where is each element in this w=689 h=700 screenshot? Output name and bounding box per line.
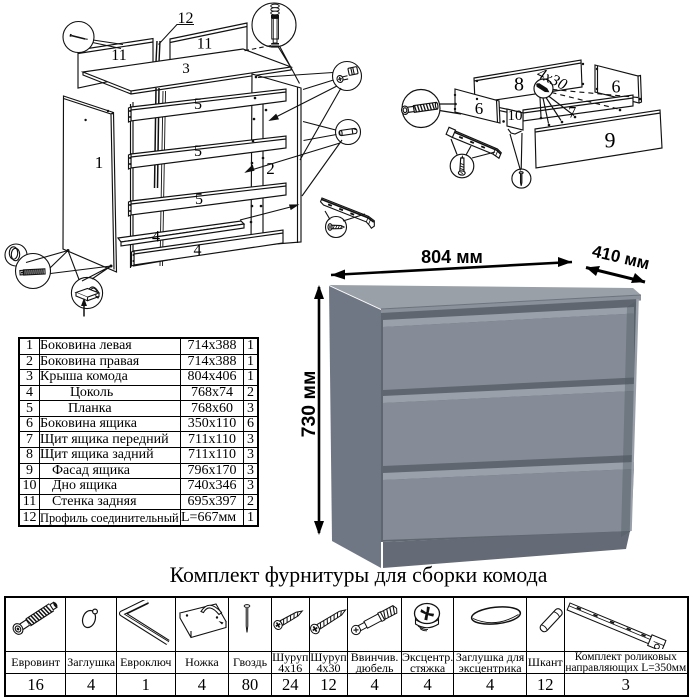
svg-text:5: 5 [194,96,202,113]
svg-text:3: 3 [182,61,190,77]
svg-text:9: 9 [605,128,616,153]
svg-text:410 мм: 410 мм [590,242,651,274]
svg-text:804 мм: 804 мм [421,247,483,267]
svg-text:2: 2 [266,159,275,178]
svg-text:7: 7 [568,105,576,122]
svg-text:6: 6 [612,77,621,97]
svg-text:11: 11 [111,47,126,64]
svg-text:4: 4 [194,242,202,259]
svg-text:8: 8 [514,74,524,96]
svg-text:730 мм: 730 мм [298,371,320,438]
svg-text:12: 12 [178,10,194,27]
svg-text:11: 11 [197,36,212,53]
svg-text:10: 10 [508,108,523,124]
svg-text:1: 1 [95,153,104,172]
svg-text:4: 4 [152,229,160,246]
svg-text:6: 6 [475,99,484,118]
svg-text:5: 5 [195,191,203,208]
svg-text:5: 5 [194,143,202,160]
